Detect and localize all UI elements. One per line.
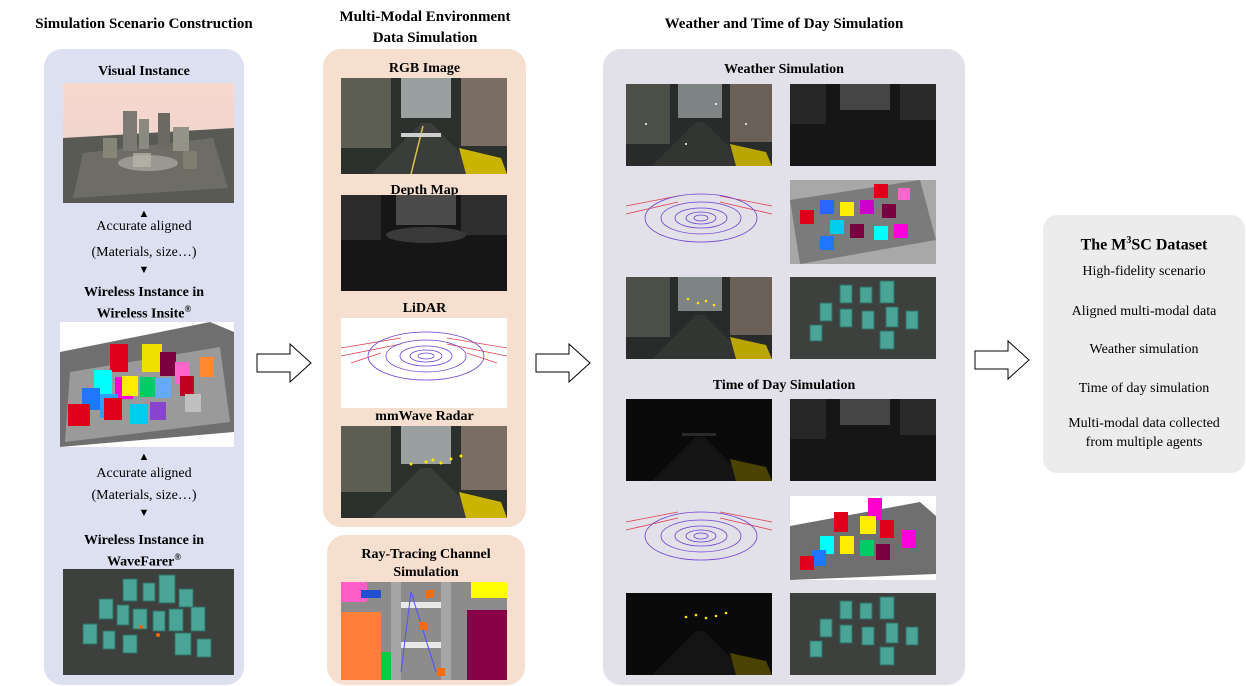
raytracing-label-line2: Simulation	[393, 565, 459, 580]
weather-wavefarer-image	[790, 277, 936, 359]
right-arrow-outline-icon	[256, 342, 312, 384]
scenario-title: Simulation Scenario Construction	[35, 16, 253, 32]
dataset-item: Multi-modal data collected	[1068, 416, 1220, 431]
up-arrow-icon: ▲	[138, 208, 150, 220]
dataset-title: The M3SC Dataset	[1080, 235, 1208, 254]
weather-radar-image	[626, 277, 772, 359]
wireless-insite-image	[60, 322, 234, 447]
weather-blocks-image	[790, 180, 936, 264]
visual-instance-label: Visual Instance	[98, 64, 190, 79]
wireless-insite-line1: Wireless Instance in	[83, 285, 205, 300]
wavefarer-image	[63, 569, 234, 675]
wireless-insite-line2: Wireless Insite®	[96, 304, 192, 322]
depth-map-image	[341, 195, 507, 291]
down-arrow-icon: ▼	[138, 507, 150, 519]
multimodal-title-line1: Multi-Modal Environment	[339, 9, 511, 25]
tod-radar-image	[626, 593, 772, 675]
wavefarer-line2: WaveFarer®	[106, 552, 182, 570]
rgb-image-label: RGB Image	[388, 61, 461, 76]
dataset-item: High-fidelity scenario	[1082, 264, 1206, 279]
aligned-1-line2: (Materials, size…)	[91, 245, 197, 260]
aligned-2-line1: Accurate aligned	[96, 466, 192, 481]
tod-depth-image	[790, 399, 936, 481]
aligned-2-line2: (Materials, size…)	[91, 488, 197, 503]
tod-sim-label: Time of Day Simulation	[712, 378, 856, 393]
weather-title: Weather and Time of Day Simulation	[664, 16, 904, 32]
up-arrow-icon: ▲	[138, 451, 150, 463]
weather-lidar-image	[626, 180, 772, 264]
visual-instance-image	[63, 83, 234, 203]
down-arrow-icon: ▼	[138, 264, 150, 276]
tod-blocks-image	[790, 496, 936, 580]
lidar-image	[341, 318, 507, 408]
weather-depth-image	[790, 84, 936, 166]
mmwave-radar-label: mmWave Radar	[375, 409, 474, 424]
depth-map-label: Depth Map	[390, 183, 459, 198]
rgb-image	[341, 78, 507, 174]
raytracing-label-line1: Ray-Tracing Channel	[361, 547, 491, 562]
aligned-1-line1: Accurate aligned	[96, 219, 192, 234]
weather-sim-label: Weather Simulation	[724, 62, 844, 77]
lidar-label: LiDAR	[402, 301, 447, 316]
tod-rgb-image	[626, 399, 772, 481]
tod-lidar-image	[626, 496, 772, 580]
wavefarer-line1: Wireless Instance in	[83, 533, 205, 548]
dataset-item: Weather simulation	[1089, 342, 1199, 357]
right-arrow-outline-icon	[974, 339, 1030, 381]
tod-wavefarer-image	[790, 593, 936, 675]
raytracing-image	[341, 582, 507, 680]
weather-rgb-image	[626, 84, 772, 166]
dataset-panel	[1043, 215, 1245, 473]
dataset-item: from multiple agents	[1085, 435, 1203, 450]
multimodal-title-line2: Data Simulation	[372, 30, 478, 46]
mmwave-radar-image	[341, 426, 507, 518]
right-arrow-outline-icon	[535, 342, 591, 384]
dataset-item: Aligned multi-modal data	[1071, 304, 1217, 319]
dataset-item: Time of day simulation	[1078, 381, 1210, 396]
